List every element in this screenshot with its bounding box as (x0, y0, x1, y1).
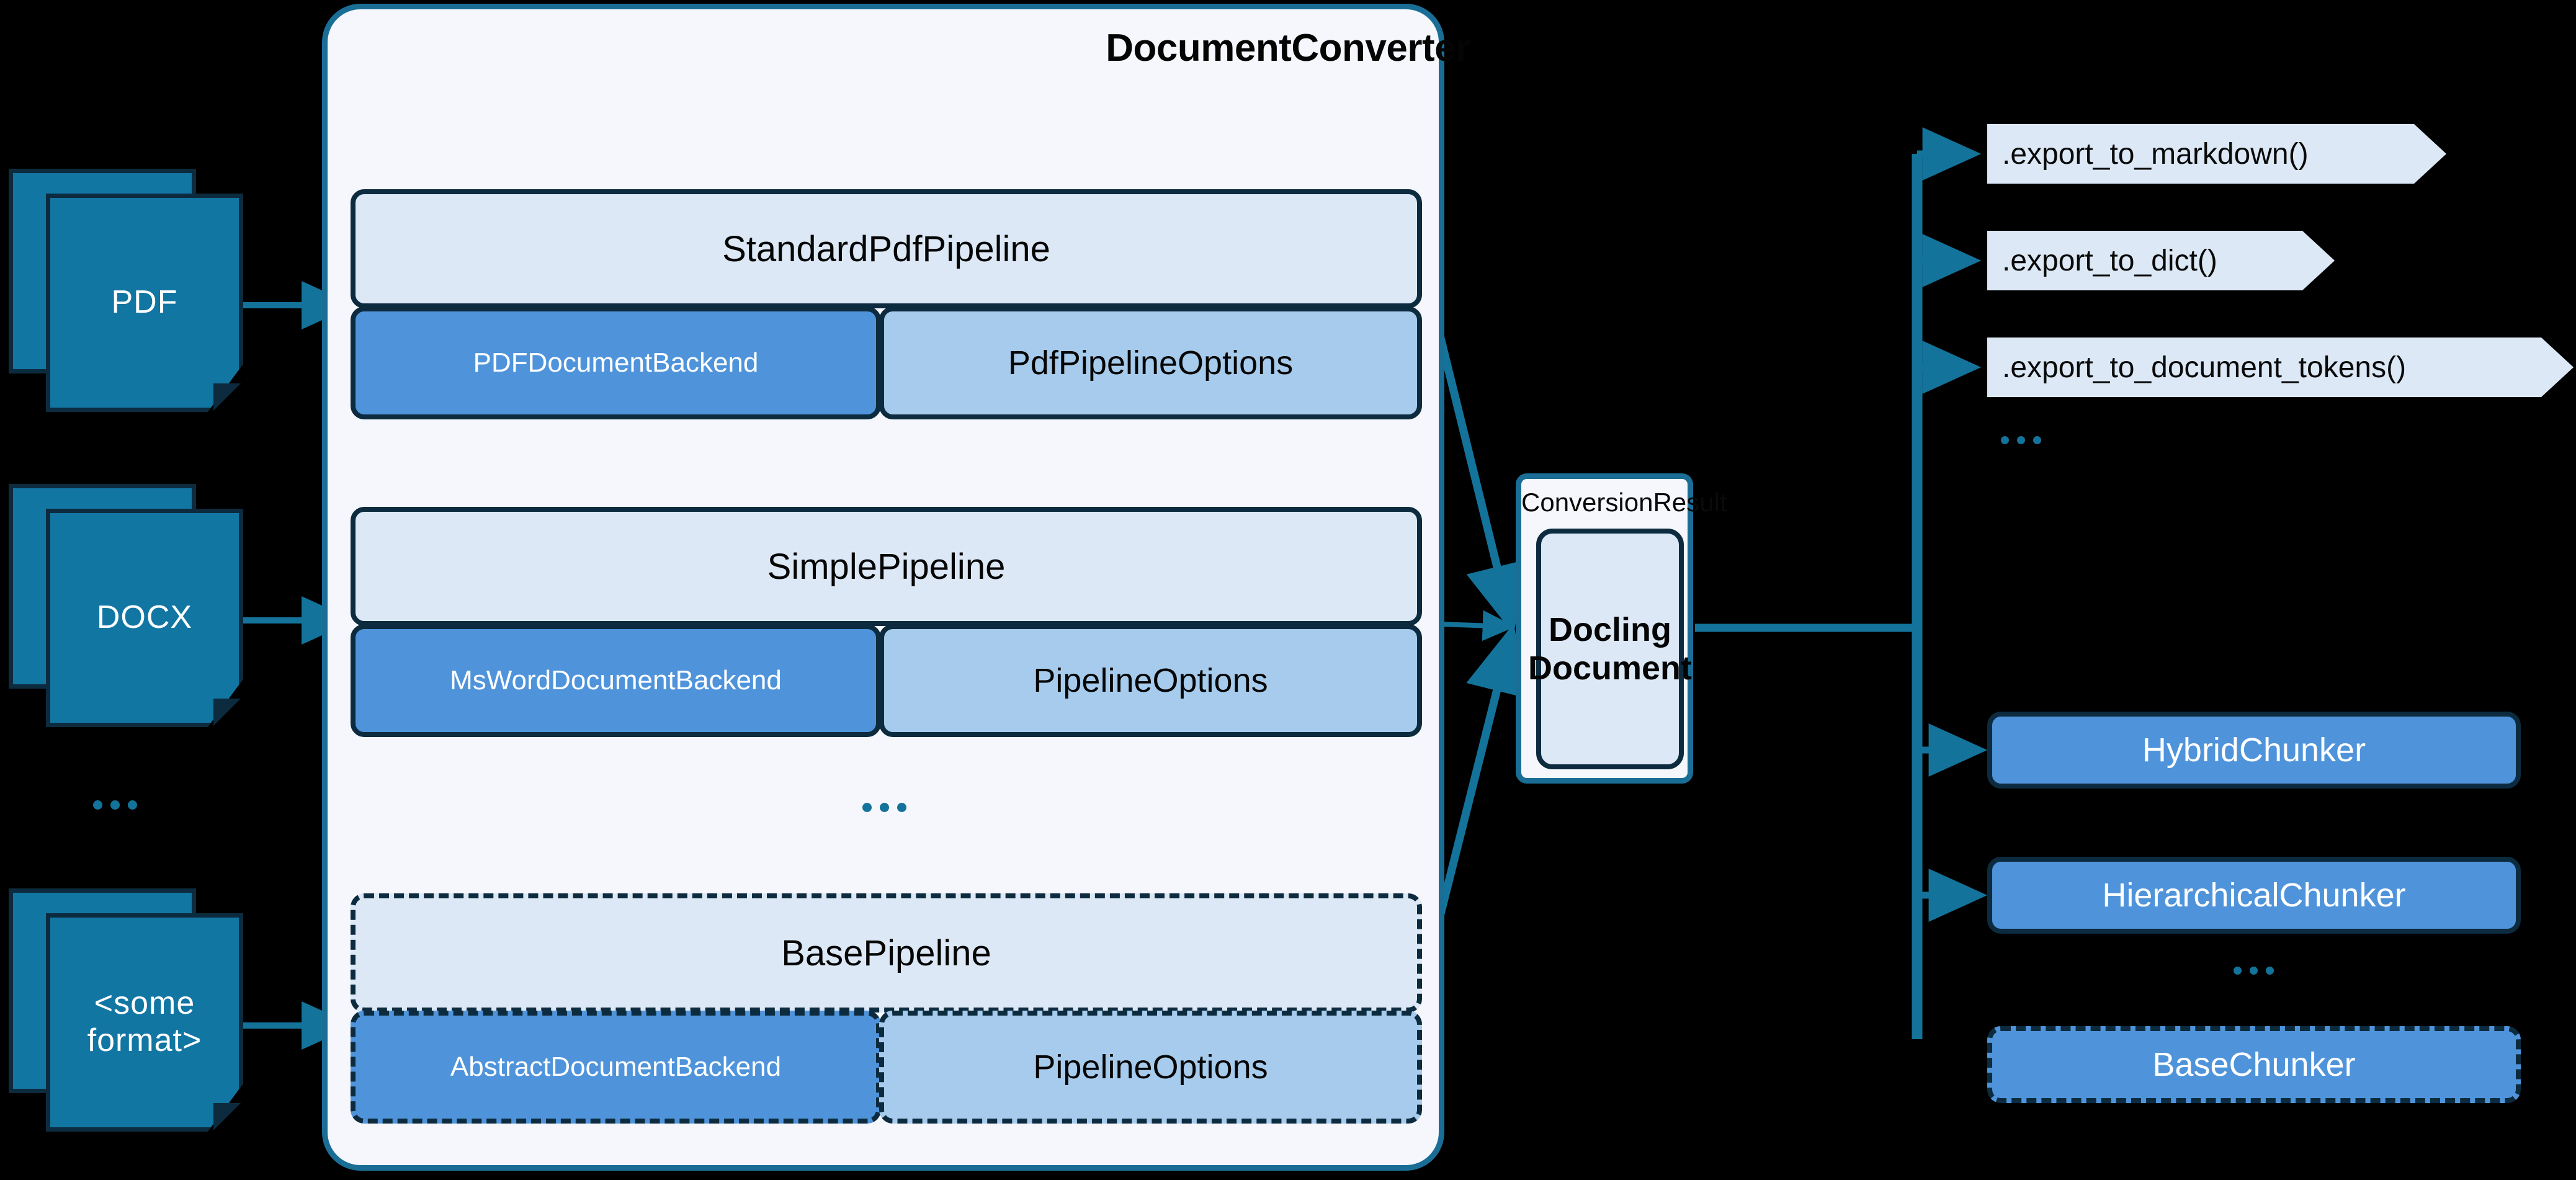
export-chip-label: .export_to_markdown() (2002, 137, 2309, 171)
pipeline-backend-box[interactable]: MsWordDocumentBackend (351, 624, 881, 737)
input-document-other-format[interactable]: <some format> (9, 888, 244, 1137)
input-document-label-line2: format> (87, 1022, 202, 1058)
chunker-box-base[interactable]: BaseChunker (1987, 1026, 2521, 1103)
chunker-label: HybridChunker (2142, 731, 2366, 769)
export-chip-label: .export_to_dict() (2002, 244, 2217, 277)
chunker-label: BaseChunker (2152, 1046, 2356, 1083)
pipeline-options-box[interactable]: PipelineOptions (879, 1011, 1422, 1124)
docling-document-label-line1: Docling (1549, 610, 1671, 648)
pipeline-options-box[interactable]: PipelineOptions (879, 624, 1422, 737)
export-chip-markdown[interactable]: .export_to_markdown() (1987, 124, 2446, 184)
page-title: DocumentConverter (1106, 27, 1470, 69)
input-document-pdf[interactable]: PDF (9, 169, 244, 417)
pipeline-backend-label: AbstractDocumentBackend (450, 1052, 782, 1082)
doc-fold-icon (213, 699, 241, 726)
input-document-label: DOCX (96, 599, 193, 636)
chunker-box-hierarchical[interactable]: HierarchicalChunker (1987, 857, 2521, 934)
pipeline-name-box[interactable]: BasePipeline (351, 893, 1422, 1012)
pipeline-backend-label: MsWordDocumentBackend (450, 665, 782, 695)
pipeline-name-box[interactable]: SimplePipeline (351, 507, 1422, 626)
pipeline-options-label: PipelineOptions (1033, 662, 1268, 699)
pipeline-group-simple[interactable]: SimplePipeline MsWordDocumentBackend Pip… (351, 507, 1422, 737)
input-document-label: PDF (111, 284, 178, 321)
doc-front-sheet: <some format> (46, 913, 243, 1132)
export-chip-dict[interactable]: .export_to_dict() (1987, 231, 2335, 290)
pipeline-name-label: BasePipeline (781, 932, 991, 973)
pipeline-name-label: StandardPdfPipeline (722, 228, 1050, 269)
pipeline-group-base[interactable]: BasePipeline AbstractDocumentBackend Pip… (351, 893, 1422, 1124)
input-document-docx[interactable]: DOCX (9, 484, 244, 732)
pipeline-backend-label: PDFDocumentBackend (473, 347, 759, 378)
conversion-result-container[interactable]: ConversionResult Docling Document (1516, 473, 1727, 784)
chunker-label: HierarchicalChunker (2102, 877, 2406, 914)
pipeline-group-standard-pdf[interactable]: StandardPdfPipeline PDFDocumentBackend P… (351, 189, 1422, 419)
pipeline-options-label: PdfPipelineOptions (1008, 344, 1294, 382)
chunkers-ellipsis (2234, 967, 2274, 975)
exports-ellipsis (2001, 436, 2041, 444)
docling-document-box[interactable]: Docling Document (1528, 529, 1692, 769)
pipelines-ellipsis (862, 803, 906, 812)
pipeline-name-label: SimplePipeline (767, 546, 1006, 587)
chunker-box-hybrid[interactable]: HybridChunker (1987, 712, 2521, 789)
input-documents-ellipsis (93, 800, 137, 810)
export-chip-document-tokens[interactable]: .export_to_document_tokens() (1987, 337, 2574, 397)
doc-front-sheet: PDF (46, 194, 243, 412)
conversion-result-label: ConversionResult (1521, 488, 1727, 517)
pipeline-components-row: AbstractDocumentBackend PipelineOptions (351, 1011, 1422, 1124)
export-chip-label: .export_to_document_tokens() (2002, 351, 2407, 384)
doc-fold-icon (213, 383, 241, 411)
doc-front-sheet: DOCX (46, 509, 243, 727)
pipeline-components-row: MsWordDocumentBackend PipelineOptions (351, 624, 1422, 737)
pipeline-backend-box[interactable]: PDFDocumentBackend (351, 306, 881, 419)
input-document-label-line1: <some (94, 985, 195, 1022)
pipeline-components-row: PDFDocumentBackend PdfPipelineOptions (351, 306, 1422, 419)
pipeline-options-box[interactable]: PdfPipelineOptions (879, 306, 1422, 419)
pipeline-backend-box[interactable]: AbstractDocumentBackend (351, 1011, 881, 1124)
docling-document-label-line2: Document (1528, 650, 1693, 687)
doc-fold-icon (213, 1103, 241, 1130)
pipeline-options-label: PipelineOptions (1033, 1048, 1268, 1086)
pipeline-name-box[interactable]: StandardPdfPipeline (351, 189, 1422, 308)
